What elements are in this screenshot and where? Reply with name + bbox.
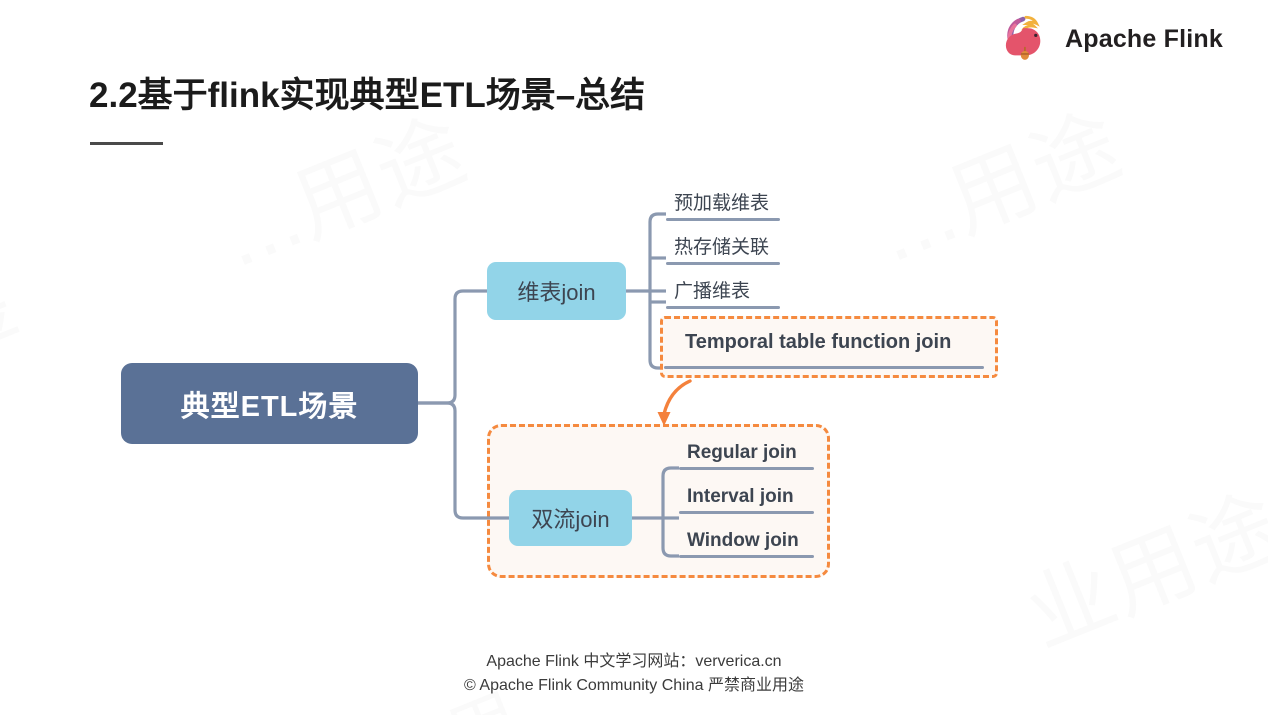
leaf-underline bbox=[666, 218, 780, 221]
leaf-underline bbox=[666, 306, 780, 309]
leaf-label: Window join bbox=[687, 530, 799, 551]
footer-line-1: Apache Flink 中文学习网站：ververica.cn bbox=[486, 653, 782, 670]
leaf-hot-storage-lookup[interactable]: 热存储关联 bbox=[666, 232, 780, 265]
leaf-interval-join[interactable]: Interval join bbox=[679, 486, 814, 514]
leaf-label: 广播维表 bbox=[674, 281, 751, 302]
watermark-text: 严 bbox=[0, 288, 47, 411]
node-dual-stream-join-label: 双流join bbox=[531, 507, 610, 532]
footer: Apache Flink 中文学习网站：ververica.cn © Apach… bbox=[0, 650, 1268, 698]
page-title: 2.2基于flink实现典型ETL场景–总结 bbox=[89, 76, 646, 115]
logo-text: Apache Flink bbox=[1065, 24, 1223, 53]
leaf-underline bbox=[679, 511, 814, 514]
temporal-underline bbox=[664, 366, 984, 369]
leaf-preload-dimension-table[interactable]: 预加载维表 bbox=[666, 188, 780, 221]
watermark-text: 业用途 bbox=[1013, 477, 1268, 666]
leaf-window-join[interactable]: Window join bbox=[679, 530, 814, 558]
title-underline bbox=[90, 142, 163, 145]
node-root-label: 典型ETL场景 bbox=[180, 390, 359, 423]
node-dual-stream-join[interactable]: 双流join bbox=[509, 490, 632, 546]
leaf-label: Regular join bbox=[687, 442, 797, 463]
footer-line-2: © Apache Flink Community China 严禁商业用途 bbox=[464, 677, 804, 694]
apache-flink-logo: Apache Flink bbox=[995, 10, 1223, 68]
watermark-text: ...用途 bbox=[863, 96, 1135, 281]
node-dimension-table-join-label: 维表join bbox=[517, 280, 596, 305]
node-dimension-table-join[interactable]: 维表join bbox=[487, 262, 626, 320]
temporal-table-function-join-label: Temporal table function join bbox=[685, 331, 952, 353]
leaf-label: Interval join bbox=[687, 486, 794, 507]
leaf-broadcast-dimension-table[interactable]: 广播维表 bbox=[666, 276, 780, 309]
leaf-regular-join[interactable]: Regular join bbox=[679, 442, 814, 470]
node-root[interactable]: 典型ETL场景 bbox=[121, 363, 418, 444]
leaf-underline bbox=[679, 467, 814, 470]
leaf-underline bbox=[679, 555, 814, 558]
leaf-underline bbox=[666, 262, 780, 265]
leaf-label: 预加载维表 bbox=[674, 193, 770, 214]
flink-squirrel-logo-icon bbox=[1005, 15, 1041, 60]
leaf-label: 热存储关联 bbox=[674, 237, 770, 258]
